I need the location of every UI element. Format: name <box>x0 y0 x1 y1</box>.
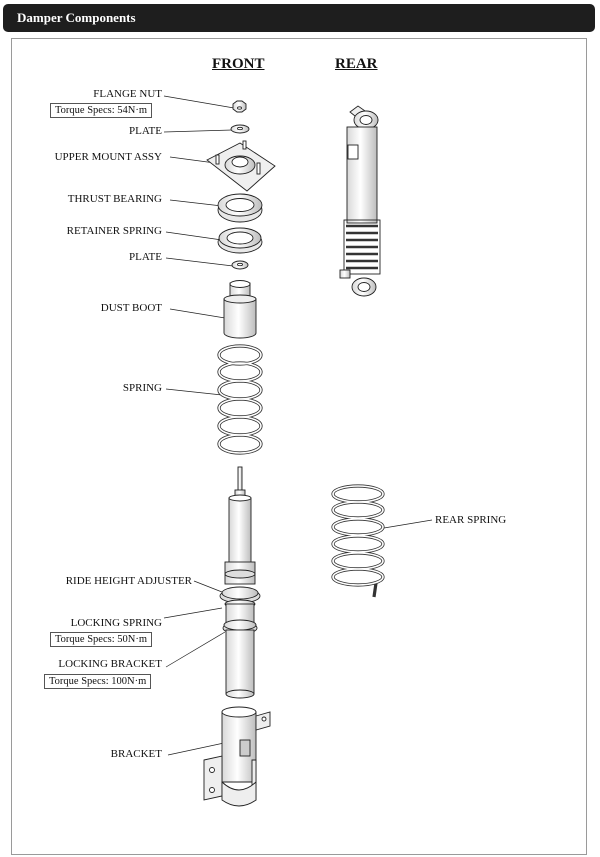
rear-heading: REAR <box>335 56 378 72</box>
front-damper-part <box>219 466 261 699</box>
diagram-panel <box>11 38 587 855</box>
plate-top-part <box>230 124 250 134</box>
label-spring: SPRING <box>122 382 162 394</box>
rear-damper-part <box>339 105 381 297</box>
label-ride-height-adjuster: RIDE HEIGHT ADJUSTER <box>65 575 192 587</box>
label-thrust-bearing: THRUST BEARING <box>67 193 162 205</box>
plate-lower-part <box>231 260 249 270</box>
dust-boot-part <box>223 280 257 339</box>
label-rear-spring: REAR SPRING <box>435 514 507 526</box>
front-heading: FRONT <box>212 56 265 72</box>
torque-flange-nut: Torque Specs: 54N·m <box>50 103 152 118</box>
bracket-part <box>203 706 271 807</box>
torque-locking-bracket: Torque Specs: 100N·m <box>44 674 152 689</box>
window-title: Damper Components <box>17 10 136 25</box>
label-flange-nut: FLANGE NUT <box>93 88 162 100</box>
upper-mount-part <box>206 140 276 192</box>
label-locking-bracket: LOCKING BRACKET <box>58 658 162 670</box>
label-plate-lower: PLATE <box>129 251 162 263</box>
thrust-bearing-part <box>217 193 263 223</box>
label-retainer-spring: RETAINER SPRING <box>66 225 162 237</box>
retainer-spring-part <box>217 227 263 254</box>
flange-nut-part <box>232 100 247 113</box>
label-upper-mount: UPPER MOUNT ASSY <box>54 151 162 163</box>
torque-locking-spring: Torque Specs: 50N·m <box>50 632 152 647</box>
label-bracket: BRACKET <box>110 748 162 760</box>
label-locking-spring: LOCKING SPRING <box>70 617 162 629</box>
label-dust-boot: DUST BOOT <box>100 302 162 314</box>
label-plate-top: PLATE <box>129 125 162 137</box>
title-bar: Damper Components <box>3 4 595 32</box>
